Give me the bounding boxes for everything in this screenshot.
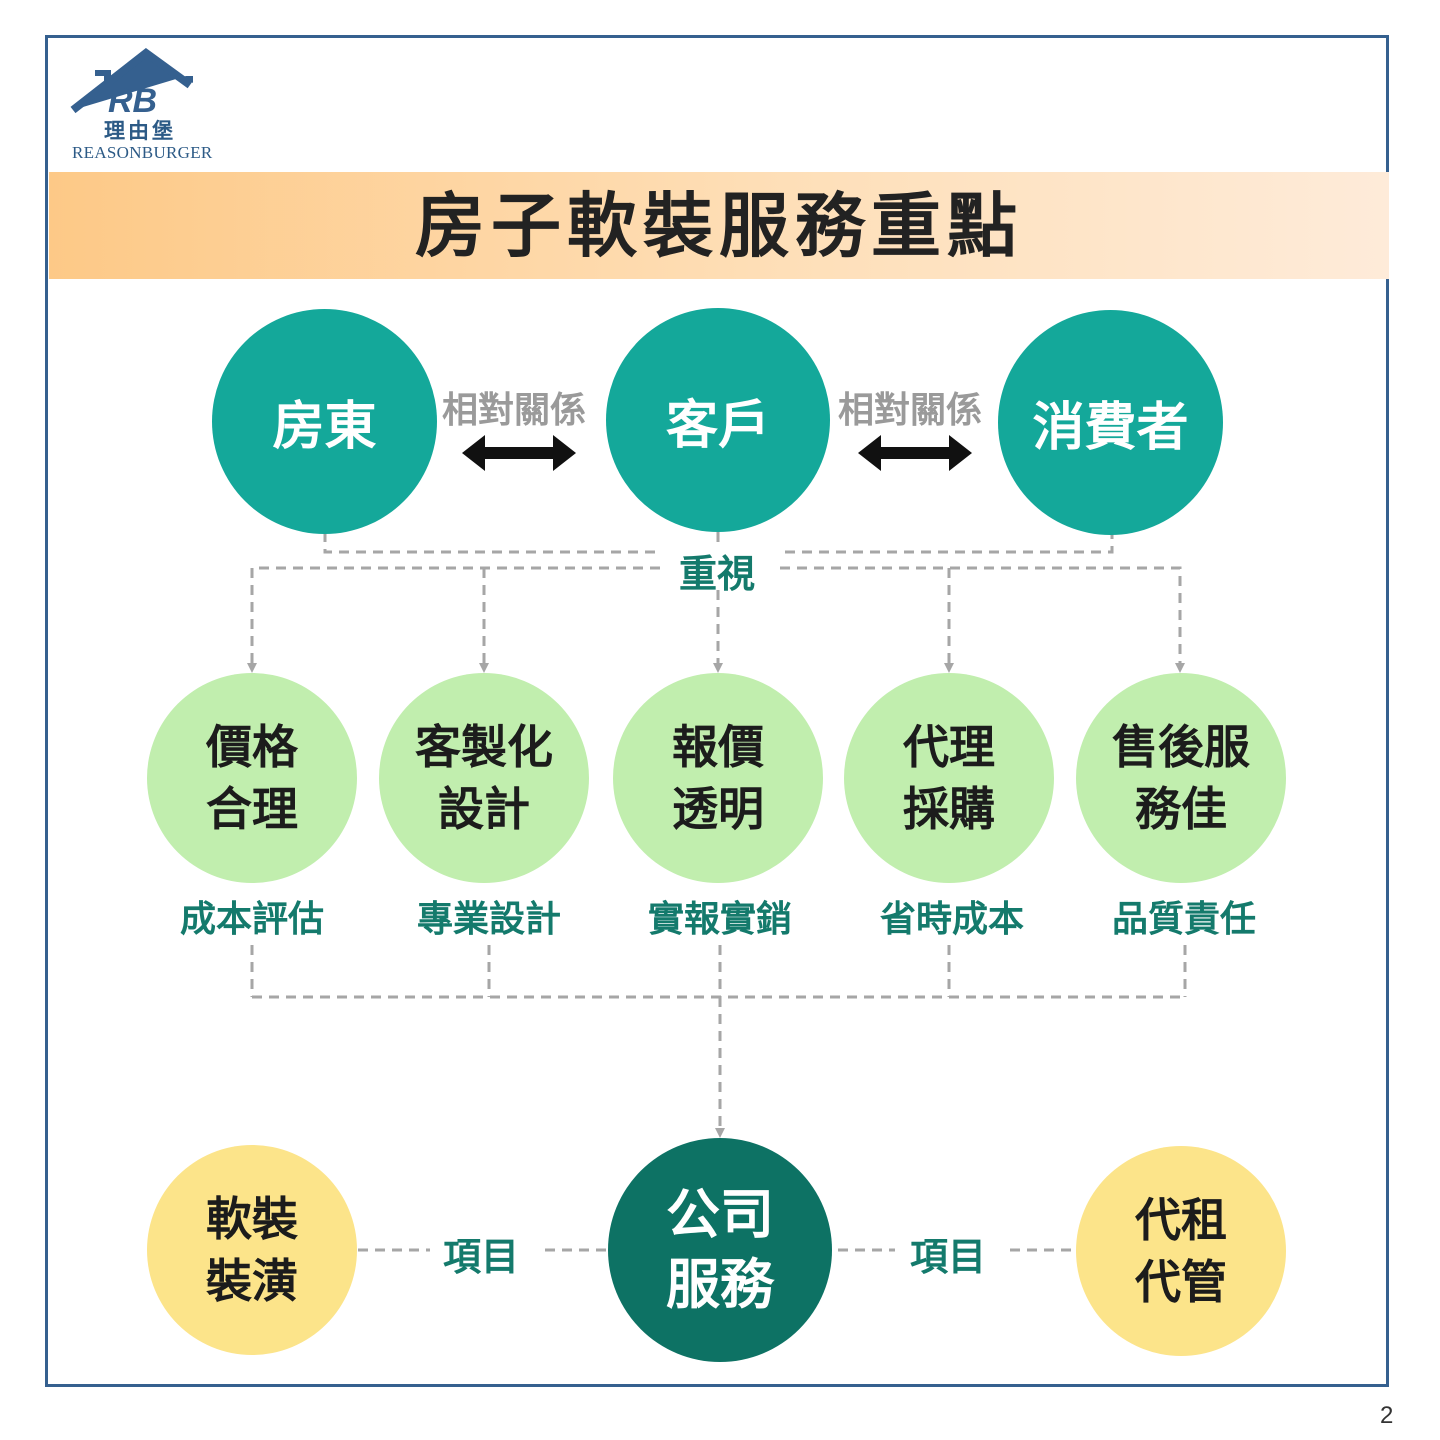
- company-line1: 公司: [666, 1183, 774, 1246]
- value-node-price: 價格合理: [147, 673, 357, 883]
- service-node-soft-furnishing: 軟裝裝潢: [147, 1145, 357, 1355]
- items-label-left: 項目: [443, 1235, 520, 1279]
- company-service-node: 公司服務: [608, 1138, 832, 1362]
- company-line2: 服務: [666, 1253, 774, 1316]
- value-node-transparent-quote: 報價透明: [613, 673, 823, 883]
- double-arrow-icon: [462, 435, 972, 471]
- value-note: 品質責任: [1111, 899, 1256, 940]
- value-line2: 採購: [903, 782, 995, 836]
- value-note: 實報實銷: [647, 899, 792, 940]
- value-line1: 客製化: [415, 720, 553, 774]
- relation-label-right: 相對關係: [838, 390, 983, 431]
- logo-chinese-name: 理由堡: [104, 118, 176, 143]
- items-label-right: 項目: [910, 1235, 987, 1279]
- focus-label: 重視: [679, 552, 756, 596]
- value-line2: 務佳: [1135, 782, 1227, 836]
- value-node-purchasing: 代理採購: [844, 673, 1054, 883]
- value-line2: 設計: [438, 782, 530, 836]
- service-line1: 軟裝: [206, 1192, 298, 1246]
- service-node-rental-management: 代租代管: [1076, 1146, 1286, 1356]
- title-banner: 房子軟裝服務重點: [49, 172, 1389, 279]
- logo-english-name: REASONBURGER: [72, 143, 213, 162]
- service-line2: 裝潢: [206, 1254, 298, 1308]
- consumer-node: 消費者: [998, 310, 1223, 535]
- consumer-label: 消費者: [1032, 398, 1189, 458]
- landlord-node: 房東: [212, 309, 437, 534]
- service-line2: 代管: [1135, 1255, 1227, 1309]
- value-line1: 價格: [206, 720, 298, 774]
- value-line2: 合理: [206, 782, 298, 836]
- value-line1: 報價: [672, 720, 764, 774]
- logo-letters: RB: [108, 82, 157, 120]
- value-node-after-sales: 售後服務佳: [1076, 673, 1286, 883]
- value-line1: 售後服: [1112, 720, 1250, 774]
- relation-label-left: 相對關係: [442, 390, 587, 431]
- client-node: 客戶: [606, 308, 830, 532]
- value-note: 省時成本: [879, 899, 1024, 940]
- page-number: 2: [1380, 1402, 1394, 1429]
- value-line2: 透明: [672, 782, 764, 836]
- value-line1: 代理: [903, 720, 995, 774]
- page-frame: [45, 35, 1389, 1387]
- page-title: 房子軟裝服務重點: [415, 185, 1023, 267]
- client-label: 客戶: [665, 395, 770, 456]
- landlord-label: 房東: [272, 397, 377, 457]
- value-note: 專業設計: [416, 899, 561, 940]
- value-note: 成本評估: [179, 899, 324, 940]
- service-line1: 代租: [1135, 1193, 1227, 1247]
- value-node-custom-design: 客製化設計: [379, 673, 589, 883]
- house-logo-icon: RB: [70, 48, 193, 120]
